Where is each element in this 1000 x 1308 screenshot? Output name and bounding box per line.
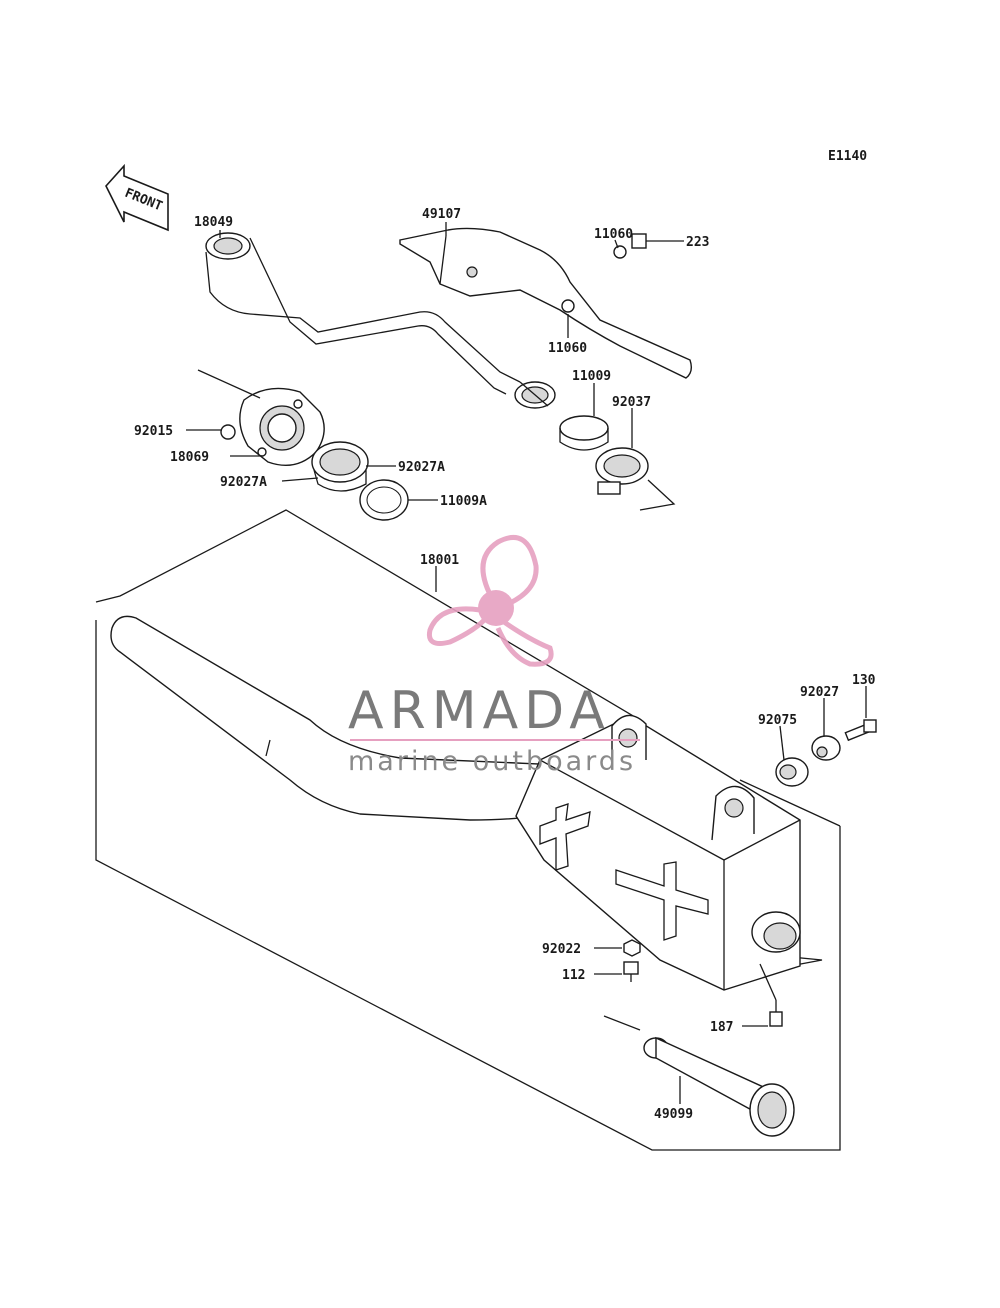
part-label-92037: 92037 bbox=[612, 395, 651, 410]
bolt-112 bbox=[623, 961, 639, 982]
part-label-92027: 92027 bbox=[800, 685, 839, 700]
part-label-187: 187 bbox=[710, 1020, 733, 1035]
heat-guard-49107 bbox=[399, 227, 693, 379]
part-label-11009: 11009 bbox=[572, 369, 611, 384]
part-label-130: 130 bbox=[852, 673, 876, 688]
part-label-18069: 18069 bbox=[170, 450, 209, 465]
washer-11060-mid bbox=[561, 299, 575, 313]
watermark-tagline: marine outboards bbox=[348, 746, 636, 777]
part-label-11009A: 11009A bbox=[440, 494, 487, 509]
washer-11060-top bbox=[613, 245, 627, 259]
part-label-49099: 49099 bbox=[654, 1107, 693, 1122]
muffler-18001 bbox=[110, 615, 801, 991]
front-arrow-icon: FRONT bbox=[105, 163, 169, 232]
part-label-11060-mid: 11060 bbox=[548, 341, 587, 356]
diagram-code: E1140 bbox=[828, 149, 867, 164]
grommet-92075 bbox=[775, 757, 809, 787]
watermark-name: ARMADA bbox=[348, 681, 611, 741]
armada-watermark: ARMADA marine outboards bbox=[348, 535, 640, 777]
bolt-130 bbox=[844, 719, 877, 742]
flange-18069 bbox=[239, 387, 325, 466]
propeller-logo-icon bbox=[426, 535, 554, 667]
part-label-92027A-left: 92027A bbox=[220, 475, 267, 490]
collar-92027 bbox=[811, 735, 841, 761]
upper-leader-lines bbox=[186, 222, 684, 511]
exhaust-pipe-18049 bbox=[205, 232, 556, 409]
part-label-92027A-right: 92027A bbox=[398, 460, 445, 475]
part-label-92075: 92075 bbox=[758, 713, 797, 728]
bolt-187 bbox=[769, 1000, 783, 1027]
collar-92027A bbox=[311, 441, 369, 492]
gasket-11009A bbox=[359, 479, 409, 521]
part-label-18001: 18001 bbox=[420, 553, 459, 568]
nut-92022 bbox=[623, 939, 641, 957]
part-label-49107: 49107 bbox=[422, 207, 461, 222]
clamp-92037 bbox=[595, 447, 649, 495]
part-label-92022: 92022 bbox=[542, 942, 581, 957]
gasket-11009 bbox=[559, 415, 609, 451]
part-label-112: 112 bbox=[562, 968, 585, 983]
bolt-223 bbox=[631, 233, 647, 249]
spark-arrester-49099 bbox=[643, 1036, 795, 1137]
part-label-18049: 18049 bbox=[194, 215, 233, 230]
part-label-11060-top: 11060 bbox=[594, 227, 633, 242]
nut-92015 bbox=[220, 424, 236, 440]
part-label-223: 223 bbox=[686, 235, 709, 250]
part-label-92015: 92015 bbox=[134, 424, 173, 439]
lower-leader-lines bbox=[435, 566, 867, 1104]
